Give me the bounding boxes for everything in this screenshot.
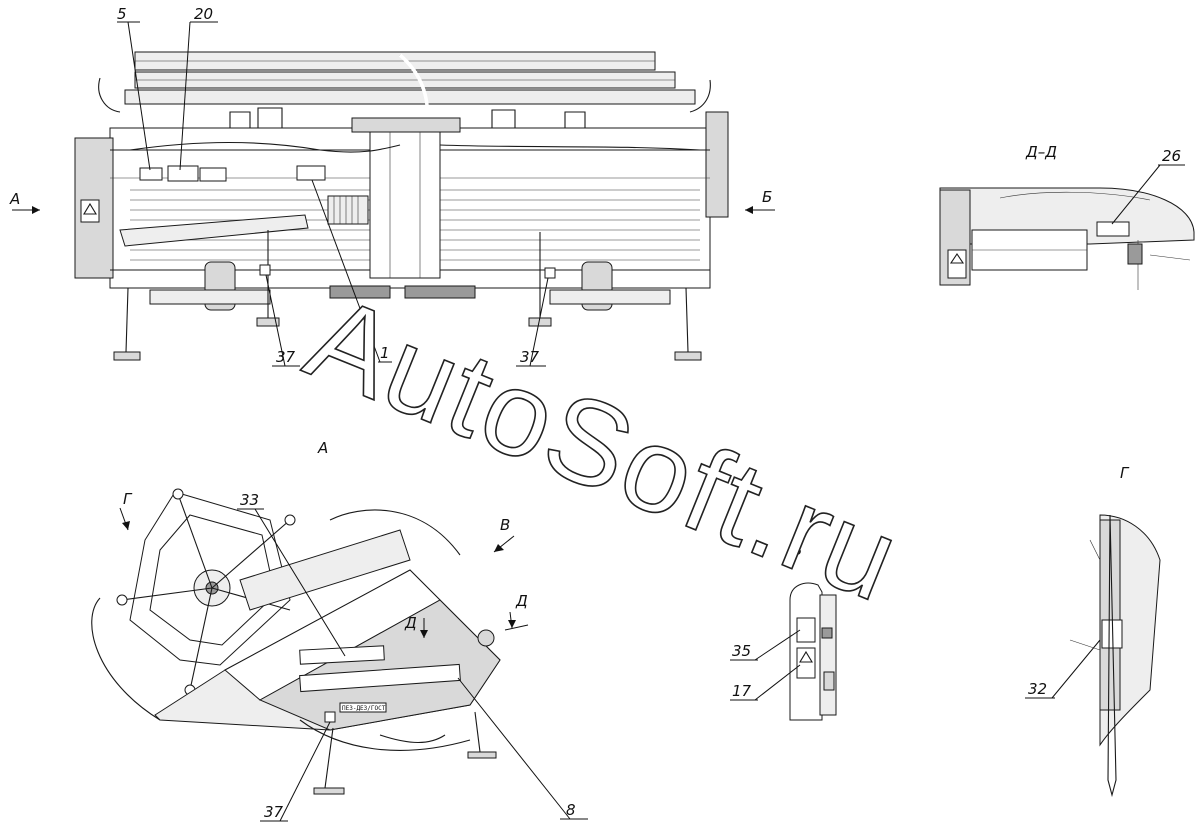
arrow-a: А (9, 190, 40, 214)
arrow-v: В (493, 516, 515, 553)
callout-37-bottom: 37 (264, 803, 284, 821)
callouts-view-a: 33 37 8 (237, 491, 588, 822)
decal-5 (139, 167, 163, 181)
view-a-title: А (317, 439, 328, 457)
view-g-title: Г (1120, 464, 1130, 482)
callout-37-right: 37 (520, 348, 540, 366)
section-dd-title: Д–Д (1025, 143, 1057, 161)
reel (116, 488, 296, 696)
plate (339, 702, 387, 713)
decal-26 (1096, 221, 1130, 237)
svg-text:А: А (9, 190, 20, 208)
decal-1 (296, 165, 326, 181)
callout-37-left: 37 (276, 348, 296, 366)
arrow-d1: Д (404, 614, 428, 638)
callout-8: 8 (566, 801, 576, 819)
decal-17 (796, 647, 816, 679)
svg-text:Г: Г (123, 490, 133, 508)
decal-33 (299, 645, 385, 665)
decal-20 (167, 165, 199, 182)
decal-8 (299, 663, 461, 693)
arrow-b: Б (745, 188, 775, 214)
view-g: Г 32 (1025, 464, 1161, 798)
svg-text:Б: Б (762, 188, 772, 206)
svg-text:Д: Д (404, 614, 417, 632)
callout-1: 1 (380, 344, 390, 362)
callout-26: 26 (1162, 147, 1181, 165)
arrow-g: Г (119, 490, 133, 531)
callout-35: 35 (732, 642, 751, 660)
view-v: В 35 17 (730, 541, 837, 721)
callout-5: 5 (117, 5, 127, 23)
callout-32: 32 (1028, 680, 1047, 698)
spring (327, 195, 369, 225)
svg-text:ПЕЗ-ДЕЗ/ГОСТ: ПЕЗ-ДЕЗ/ГОСТ (342, 705, 386, 712)
watermark: AutoSoft.ru (289, 269, 918, 628)
section-dd: Д–Д 26 (939, 143, 1195, 290)
callouts-top: 5 20 37 1 37 (117, 5, 549, 367)
view-a-side: ПЕЗ-ДЕЗ/ГОСТ (91, 488, 501, 795)
decal-35 (796, 617, 816, 643)
callout-33: 33 (240, 491, 259, 509)
arrow-d2: Д (504, 592, 529, 631)
svg-text:AutoSoft.ru: AutoSoft.ru (290, 270, 917, 627)
top-view (74, 51, 729, 361)
view-v-title: В (792, 541, 802, 559)
svg-text:Д: Д (515, 592, 528, 610)
callout-20: 20 (194, 5, 213, 23)
svg-text:В: В (500, 516, 510, 534)
callout-17: 17 (732, 682, 752, 700)
